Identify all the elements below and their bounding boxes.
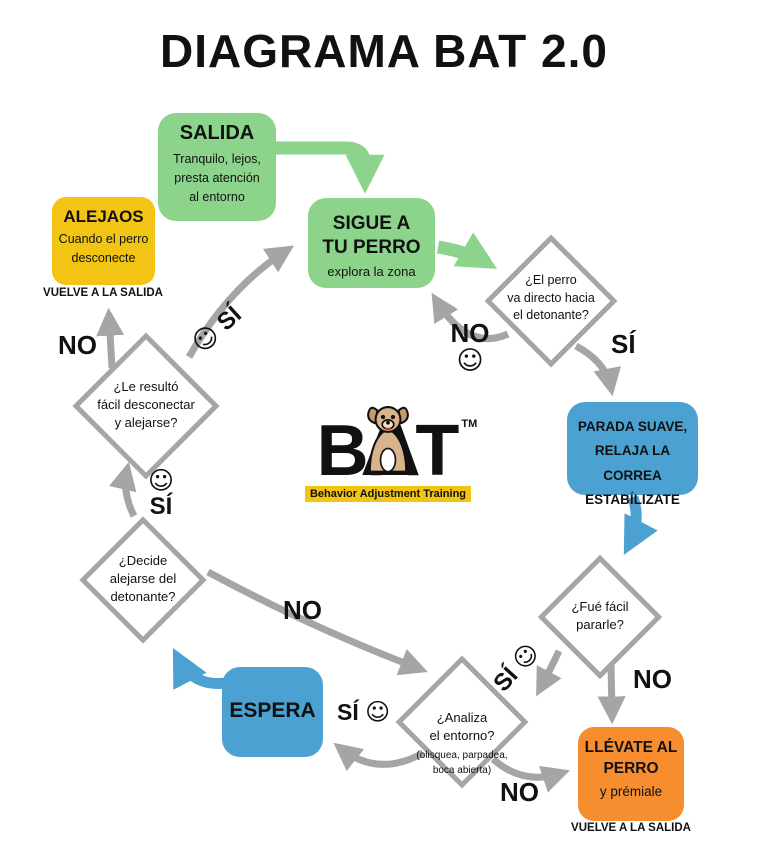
label-no-fue-facil: NO (633, 664, 672, 694)
edge-resulto-si-to-sigue (185, 245, 295, 359)
edge-perro-directo-si-to-parada (574, 342, 622, 397)
label-si-text: SÍ (337, 699, 359, 725)
label-si-analiza: SÍ ☺ (337, 700, 390, 724)
decision-fue-facil-text: ¿Fué fácil pararle? (571, 599, 629, 633)
smiley-icon: ☺ (147, 466, 175, 495)
decision-analiza-main: ¿Analiza el entorno? (429, 710, 495, 744)
node-salida-title: SALIDA (179, 122, 255, 144)
label-si-perro-directo: SÍ (611, 329, 636, 359)
decision-decide-text: ¿Decide alejarse del detonante? (109, 553, 177, 605)
bat-logo: BAT TM Behavior Adjustment Training (300, 405, 478, 503)
alejaos-footer: VUELVE A LA SALIDA (43, 287, 163, 299)
edge-sigue-to-perro-directo (436, 232, 498, 269)
decision-analiza-sub: (olisquea, parpadea, boca abierta) (416, 749, 508, 776)
node-salida-body: Tranquilo, lejos, presta atención al ent… (173, 152, 261, 204)
smiley-icon: ☺ (456, 346, 484, 376)
page-title: DIAGRAMA BAT 2.0 (160, 25, 608, 77)
edge-analiza-si-to-espera (333, 742, 425, 772)
edge-perro-directo-no-to-sigue (431, 292, 510, 342)
node-llevate-al-perro: LLÉVATE AL PERRO y prémiale (578, 727, 684, 821)
edge-analiza-no-to-llevate (490, 756, 570, 793)
node-parada-title: PARADA SUAVE, RELAJA LA CORREA ESTABÍLIZ… (577, 419, 688, 507)
edge-decide-no-to-analiza (206, 568, 428, 676)
label-si-decide: ☺ SÍ (139, 468, 183, 519)
node-parada-suave: PARADA SUAVE, RELAJA LA CORREA ESTABÍLIZ… (567, 402, 698, 507)
node-llevate-body: y prémiale (599, 783, 663, 799)
node-sigue-body: explora la zona (327, 263, 416, 279)
edge-fue-facil-si-to-analiza (536, 649, 563, 697)
node-salida: SALIDA Tranquilo, lejos, presta atención… (158, 113, 276, 221)
node-llevate-title: LLÉVATE AL PERRO (584, 739, 678, 777)
edge-resulto-no-to-alejaos (96, 307, 125, 369)
decision-perro-directo-text: ¿El perro va directo hacia el detonante? (507, 273, 595, 322)
node-espera: ESPERA (222, 667, 323, 757)
node-alejaos: ALEJAOS Cuando el perro desconecte (52, 197, 155, 285)
trademark-label: TM (461, 418, 478, 430)
edge-salida-to-sigue (273, 141, 385, 194)
decision-resulto-text: ¿Le resultó fácil desconectar y alejarse… (97, 379, 195, 431)
node-alejaos-body: Cuando el perro desconecte (58, 232, 149, 265)
label-no-perro-directo: NO ☺ (446, 320, 494, 374)
dog-icon (362, 405, 414, 475)
node-sigue-title: SIGUE A TU PERRO (322, 213, 421, 258)
label-no-resulto: NO (58, 330, 97, 360)
smiley-icon: ☺ (365, 698, 391, 726)
node-sigue-a-tu-perro: SIGUE A TU PERRO explora la zona (308, 198, 435, 288)
edge-fue-facil-no-to-llevate (597, 662, 626, 725)
edge-parada-to-fue-facil (623, 495, 658, 555)
label-no-analiza: NO (500, 777, 539, 807)
llevate-footer: VUELVE A LA SALIDA (571, 822, 691, 834)
label-no-text: NO (450, 318, 490, 348)
bat-logo-banner: Behavior Adjustment Training (304, 486, 472, 503)
node-alejaos-title: ALEJAOS (63, 207, 144, 226)
label-no-decide: NO (283, 595, 322, 625)
label-si-text: SÍ (149, 493, 173, 520)
edge-decide-si-to-resulto (109, 461, 138, 518)
decision-analiza-text: ¿Analiza el entorno? (olisquea, parpadea… (398, 691, 526, 796)
node-espera-title: ESPERA (229, 699, 316, 722)
